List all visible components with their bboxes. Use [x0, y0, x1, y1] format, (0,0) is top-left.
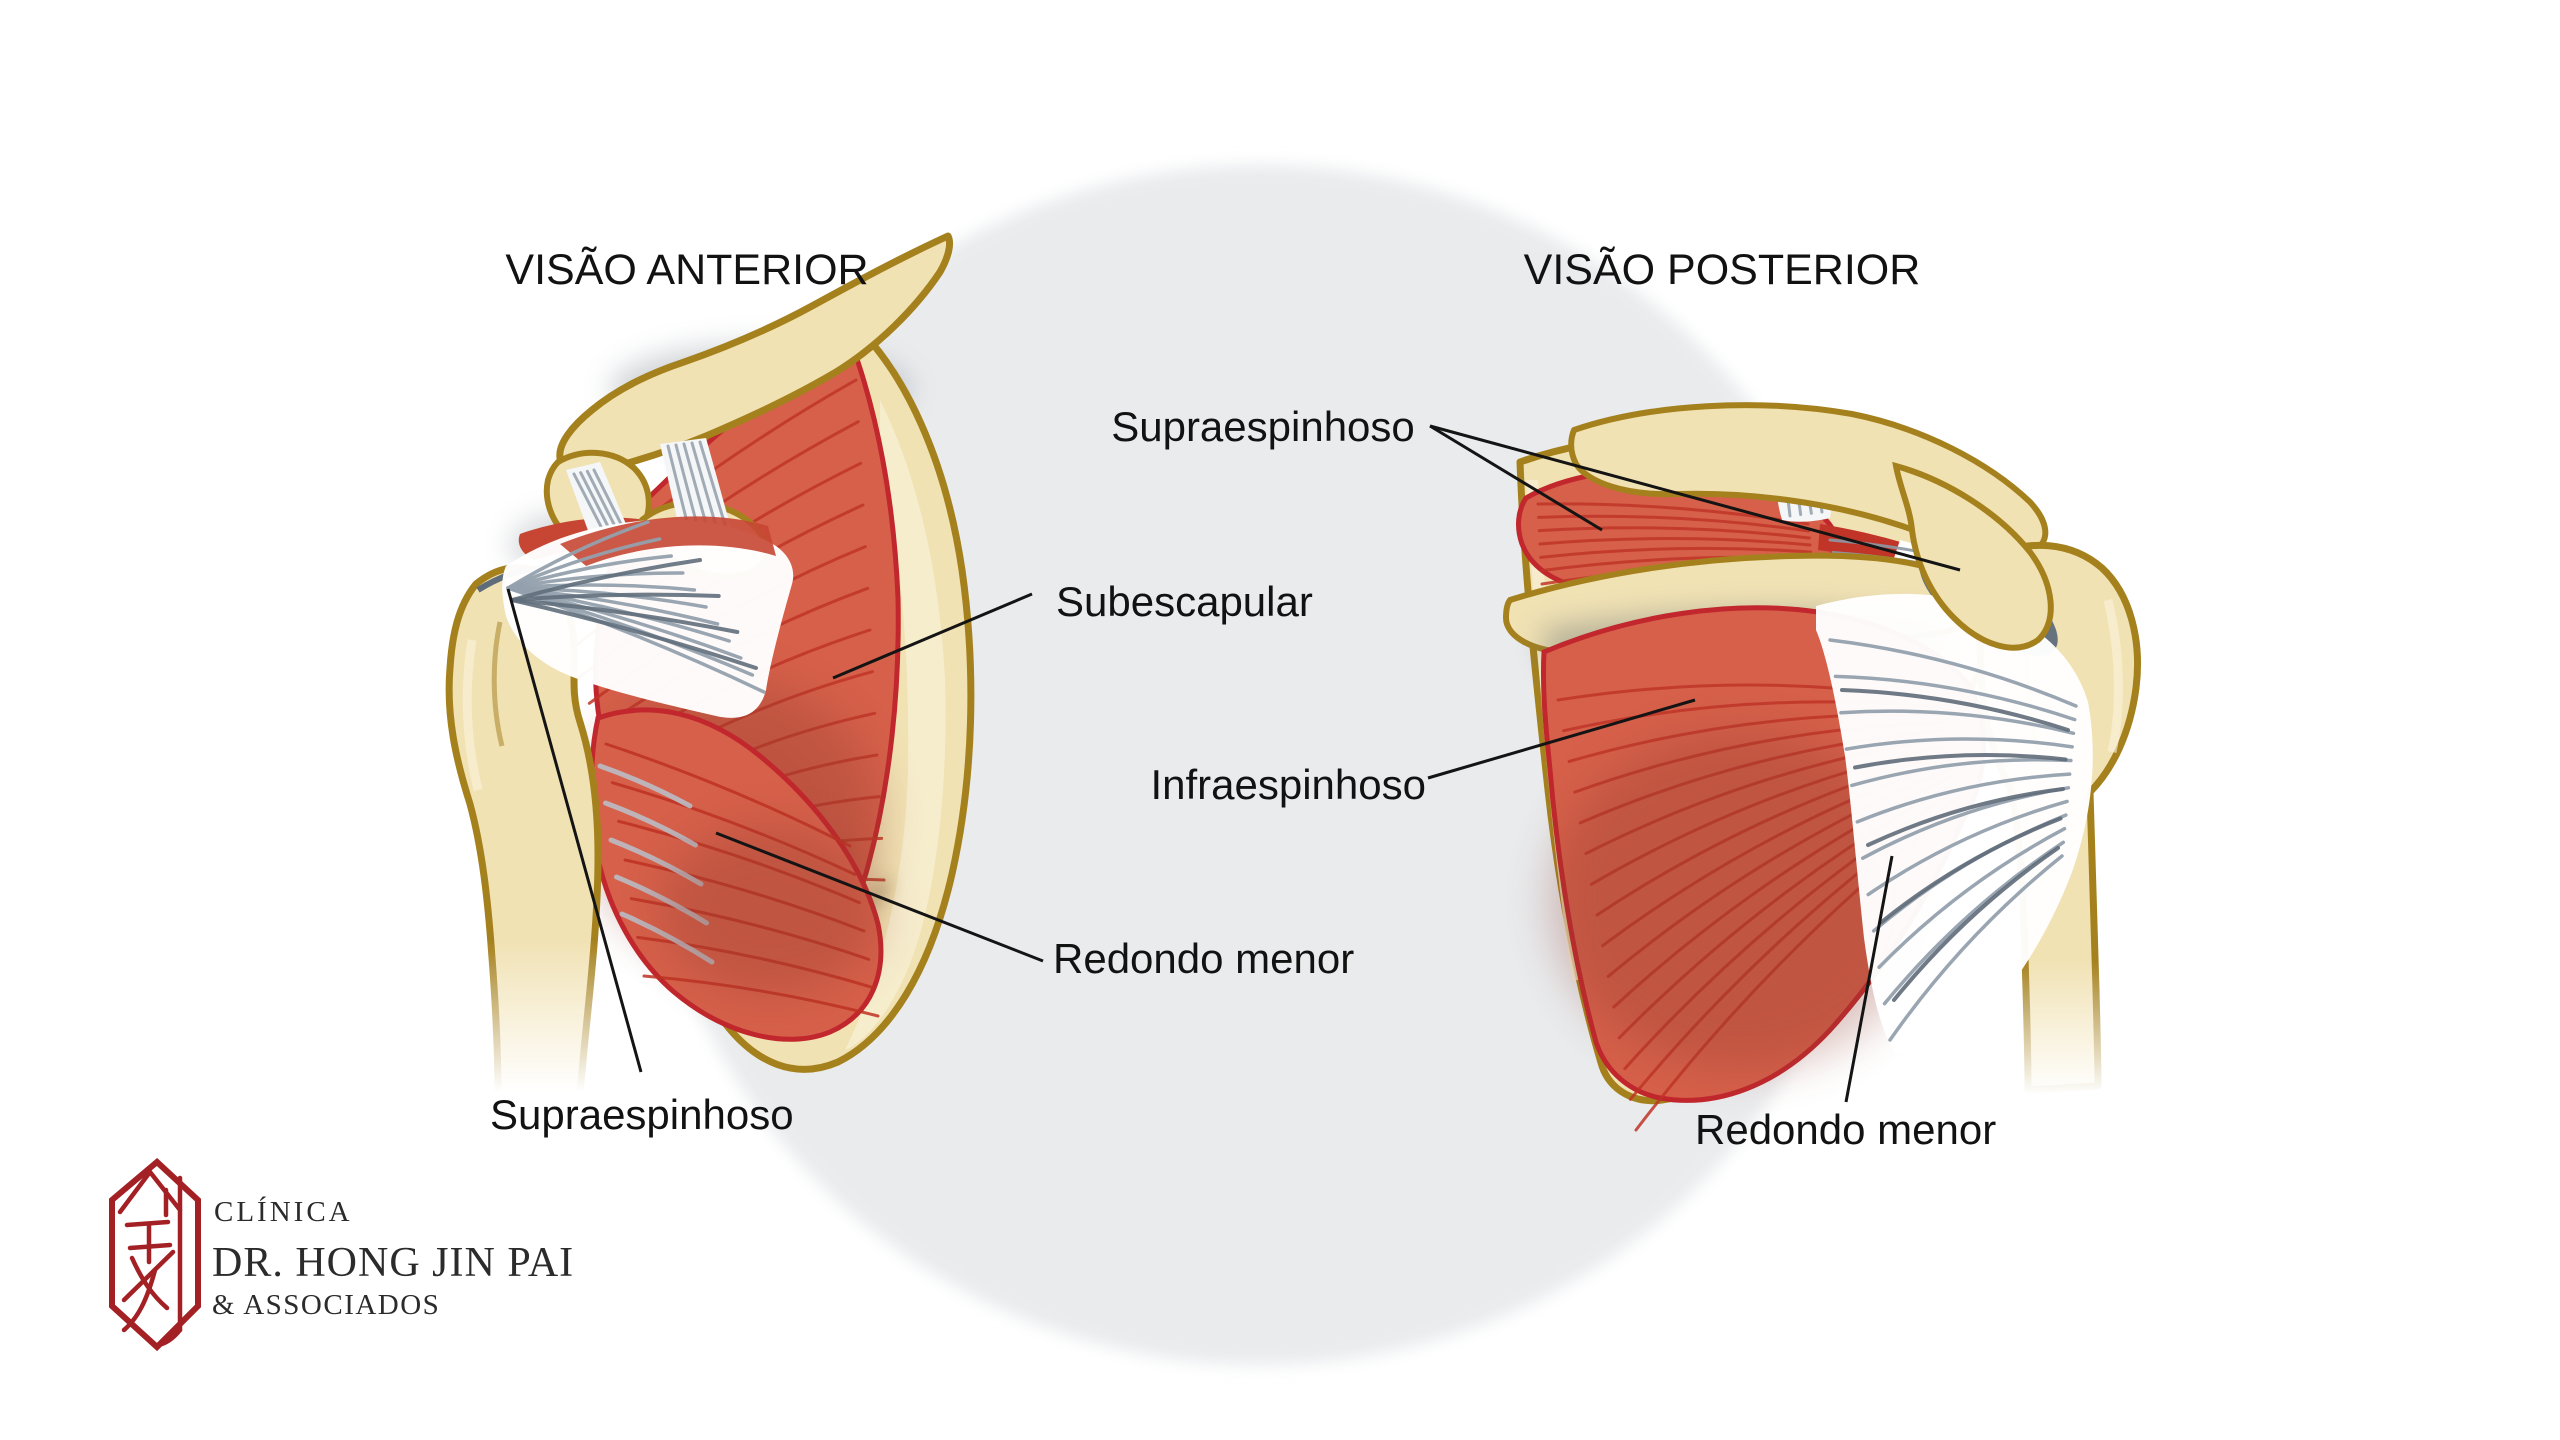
- label-redondo-menor-center: Redondo menor: [1053, 935, 1354, 982]
- logo-doctor-name: DR. HONG JIN PAI: [212, 1240, 574, 1286]
- muscle-fiber-line: [506, 571, 685, 590]
- muscle-fiber-line: [1538, 536, 1812, 547]
- muscle-fiber-line: [1537, 514, 1811, 533]
- callout-subescapular: [832, 592, 1033, 680]
- tendon-stripes-dark: [510, 558, 758, 670]
- muscle-fiber-line: [506, 520, 650, 590]
- muscle-fiber-line: [597, 763, 693, 809]
- humerus-highlight: [2103, 598, 2123, 753]
- label-supraespinhoso-left: Supraespinhoso: [490, 1091, 794, 1138]
- muscle-fiber-line: [510, 598, 758, 670]
- muscle-fiber-line: [510, 558, 702, 602]
- logo-associates: & ASSOCIADOS: [212, 1289, 440, 1321]
- muscle-fiber-line: [510, 598, 740, 634]
- muscle-fiber-line: [1892, 846, 2060, 1002]
- callout-infraespinhoso: [1427, 698, 1696, 780]
- muscle-fiber-line: [1828, 638, 2078, 708]
- humerus-highlight: [462, 639, 483, 792]
- posterior-view-illustration: [1503, 402, 2142, 1132]
- callout-redondo-menor-anterior: [715, 831, 1044, 963]
- clinic-logo: CLÍNICA DR. HONG JIN PAI & ASSOCIADOS: [109, 1157, 574, 1352]
- muscle-fiber-line: [1866, 787, 2065, 847]
- title-posterior-view: VISÃO POSTERIOR: [1524, 246, 1921, 294]
- muscle-fiber-line: [604, 742, 852, 848]
- clinic-seal-icon: [109, 1157, 201, 1352]
- muscle-fiber-line: [1537, 526, 1811, 540]
- acromion-bone: [1892, 461, 2054, 651]
- muscle-fiber-line: [506, 583, 697, 592]
- tendon-stripes-dark: [1840, 688, 2070, 1002]
- humerus-neck-line: [491, 621, 505, 747]
- callout-supraespinhoso-anterior: [506, 588, 643, 1073]
- label-redondo-menor-right: Redondo menor: [1695, 1106, 1996, 1153]
- muscle-fiber-line: [1855, 772, 2072, 824]
- label-subescapular: Subescapular: [1056, 578, 1313, 625]
- muscle-fiber-line: [1850, 757, 2073, 788]
- muscle-fiber-line: [1853, 753, 2068, 770]
- anterior-view-illustration: [445, 232, 975, 1100]
- muscle-edge-over-tendon: [560, 516, 776, 566]
- muscle-fiber-line: [1833, 674, 2077, 722]
- muscle-fiber-line: [506, 537, 662, 590]
- label-supraespinhoso-center: Supraespinhoso: [1111, 403, 1415, 450]
- callout-lines: [506, 424, 1961, 1103]
- muscle-fiber-line: [1888, 854, 2064, 1042]
- muscle-fiber-line: [1877, 826, 2067, 970]
- muscle-fiber-line: [506, 554, 673, 590]
- muscle-fiber-line: [1866, 799, 2069, 897]
- infraspinatus-tendon-fan: [1816, 593, 2093, 1056]
- callout-supraespinhoso-to-tendon: [1429, 424, 1961, 572]
- scapula-highlight: [845, 400, 946, 1050]
- callout-supraespinhoso-to-muscle: [1429, 424, 1603, 532]
- muscle-fiber-line: [1839, 709, 2076, 736]
- seal-hexagon: [109, 1157, 201, 1352]
- muscle-fiber-line: [603, 800, 698, 848]
- muscle-fiber-line: [1844, 737, 2074, 751]
- muscle-shading: [660, 825, 880, 995]
- muscle-shading: [1550, 730, 1930, 1070]
- muscle-fiber-line: [1840, 688, 2070, 732]
- title-anterior-view: VISÃO ANTERIOR: [505, 246, 868, 294]
- logo-clinic-word: CLÍNICA: [214, 1195, 353, 1228]
- muscle-fiber-line: [510, 592, 721, 602]
- text-layer: VISÃO ANTERIOR VISÃO POSTERIOR Supraespi…: [490, 246, 1996, 1153]
- label-infraespinhoso: Infraespinhoso: [1150, 761, 1426, 808]
- muscle-fiber-line: [1879, 816, 2063, 925]
- seal-character-strokes: [117, 1169, 183, 1348]
- callout-redondo-menor-posterior: [1844, 855, 1894, 1103]
- muscle-fiber-line: [1539, 546, 1813, 559]
- muscle-fiber-line: [506, 586, 720, 626]
